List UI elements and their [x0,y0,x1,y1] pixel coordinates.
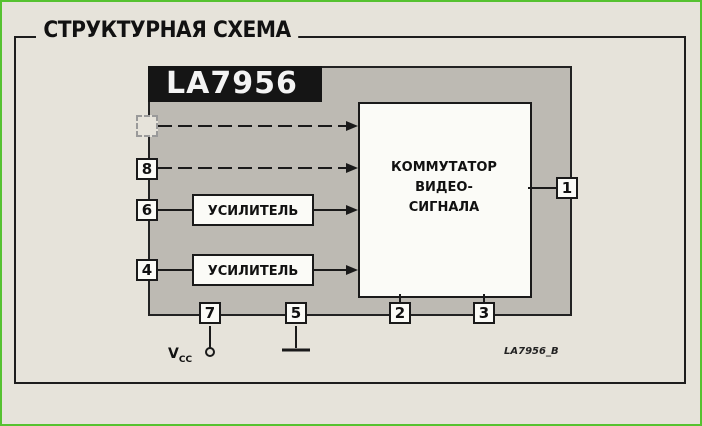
pin-6: 6 [136,199,158,221]
video-switch-block [358,102,532,298]
video-switch-label: КОММУТАТОР ВИДЕО- СИГНАЛА [374,158,514,218]
amplifier-bottom: УСИЛИТЕЛЬ [192,254,314,286]
arrow-amp-top [346,205,358,215]
vcc-terminal [205,347,215,357]
arrow-pin8 [346,163,358,173]
chip-name: LA7956 [148,66,322,102]
arrow-top-input [346,121,358,131]
vcc-main: V [168,346,179,362]
vcc-sub: CC [178,354,193,365]
pin-4: 4 [136,259,158,281]
video-switch-label-line2: ВИДЕО- [415,180,473,195]
video-switch-label-line3: СИГНАЛА [408,200,480,215]
amplifier-top: УСИЛИТЕЛЬ [192,194,314,226]
pin-5: 5 [285,302,307,324]
pin-7: 7 [199,302,221,324]
section-frame [14,36,686,384]
vcc-label: VCC [168,346,192,365]
pin-1: 1 [556,177,578,199]
pin-2: 2 [389,302,411,324]
section-title: СТРУКТУРНАЯ СХЕМА [36,18,299,43]
pin-3: 3 [473,302,495,324]
pin-8: 8 [136,158,158,180]
pin-top-faded [136,115,158,137]
arrow-amp-bottom [346,265,358,275]
video-switch-label-line1: КОММУТАТОР [391,160,497,175]
figure-code: LA7956_B [504,346,559,357]
